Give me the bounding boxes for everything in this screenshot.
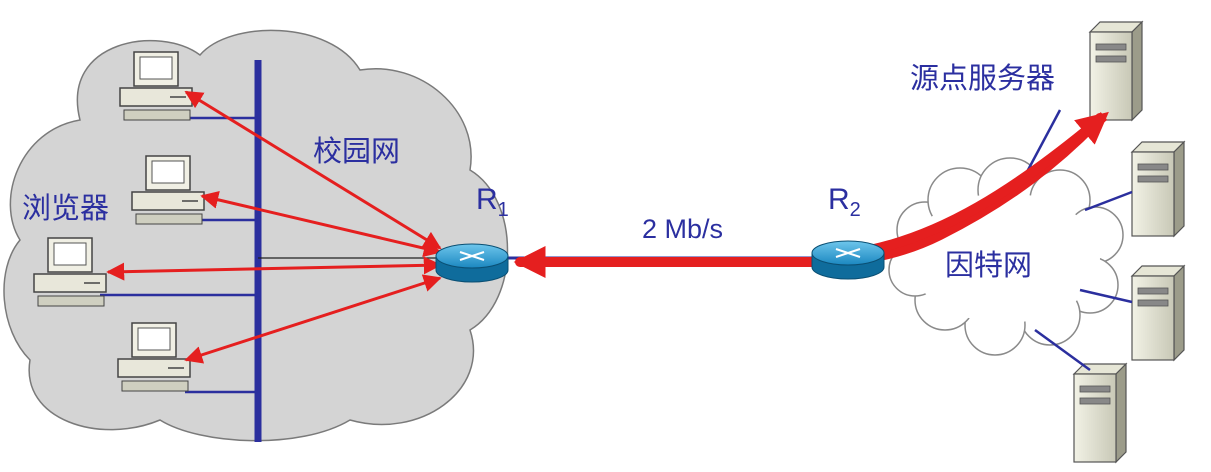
router-icon — [811, 240, 885, 280]
computer-icon — [33, 237, 107, 307]
link-speed-label: 2 Mb/s — [642, 214, 724, 244]
browsers-label: 浏览器 — [22, 191, 110, 225]
router1-label: R1 — [476, 183, 509, 221]
computer-icon — [119, 51, 193, 121]
campus-network-label: 校园网 — [313, 134, 401, 168]
server-icon — [1130, 264, 1186, 362]
request-arrows — [106, 90, 442, 364]
server-links — [1018, 109, 1133, 372]
server-icon — [1088, 20, 1144, 122]
upload-flow-arrow — [868, 111, 1109, 255]
server-icon — [1130, 140, 1186, 238]
router-icon — [435, 243, 509, 283]
computer-icon — [117, 322, 191, 392]
source-server-label: 源点服务器 — [910, 61, 1056, 95]
server-icon — [1072, 362, 1128, 464]
router2-label: R2 — [828, 183, 861, 221]
computer-icon — [131, 155, 205, 225]
internet-label: 因特网 — [945, 248, 1033, 282]
